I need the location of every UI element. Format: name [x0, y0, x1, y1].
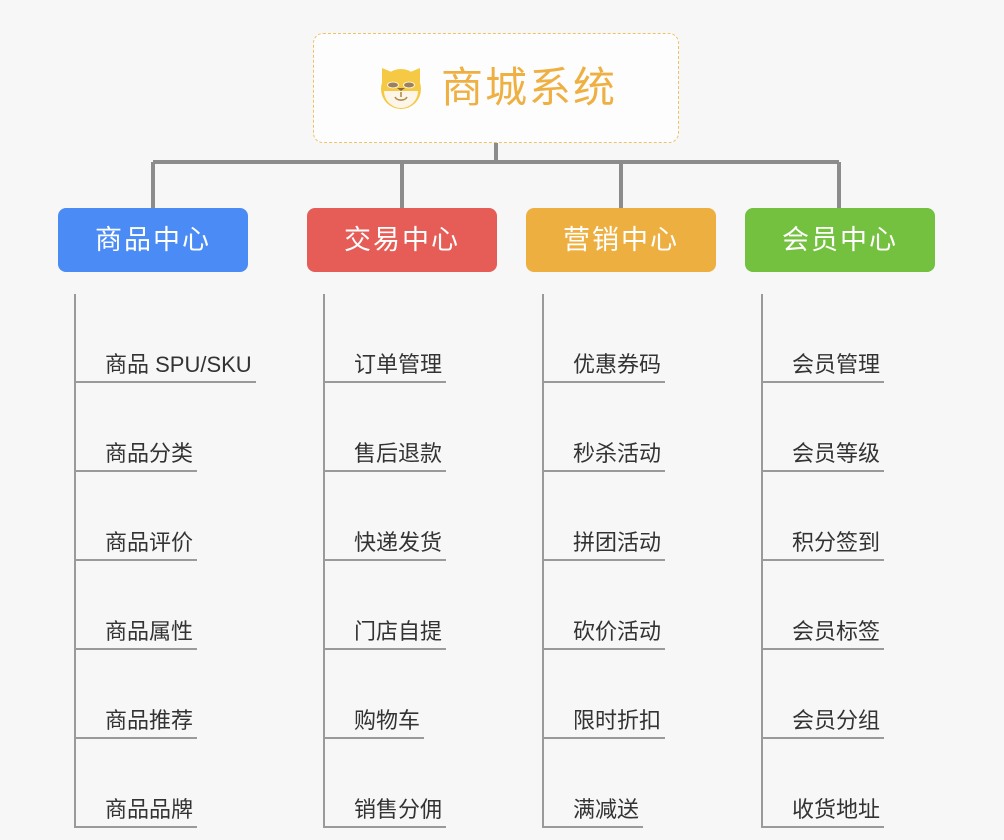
list-item-label: 门店自提 [354, 618, 443, 644]
root-title: 商城系统 [440, 64, 617, 111]
list-item-label: 商品 SPU/SKU [105, 351, 252, 377]
dog-face-icon [375, 62, 427, 114]
list-item[interactable]: 秒杀活动 [544, 383, 718, 472]
leaf-list-marketing: 优惠券码 秒杀活动 拼团活动 砍价活动 限时折扣 满减送 [542, 294, 718, 828]
list-item-label: 商品品牌 [105, 796, 194, 822]
category-column-members: 会员中心 会员管理 会员等级 积分签到 会员标签 会员分组 [745, 208, 935, 828]
list-item-label: 积分签到 [792, 529, 881, 555]
list-item-label: 销售分佣 [354, 796, 443, 822]
list-item-label: 砍价活动 [573, 618, 662, 644]
list-item[interactable]: 砍价活动 [544, 561, 718, 650]
category-column-marketing: 营销中心 优惠券码 秒杀活动 拼团活动 砍价活动 限时折扣 [526, 208, 716, 828]
list-item-label: 快递发货 [354, 529, 443, 555]
list-item-label: 商品属性 [105, 618, 194, 644]
list-item[interactable]: 商品属性 [76, 561, 250, 650]
list-item[interactable]: 优惠券码 [544, 294, 718, 383]
list-item[interactable]: 销售分佣 [325, 739, 499, 828]
category-header-products[interactable]: 商品中心 [58, 208, 248, 272]
list-item-label: 商品评价 [105, 529, 194, 555]
list-item[interactable]: 拼团活动 [544, 472, 718, 561]
list-item-label: 会员等级 [792, 440, 881, 466]
leaf-list-members: 会员管理 会员等级 积分签到 会员标签 会员分组 收货地址 [761, 294, 937, 828]
list-item[interactable]: 快递发货 [325, 472, 499, 561]
list-item[interactable]: 售后退款 [325, 383, 499, 472]
list-item-label: 收货地址 [792, 796, 881, 822]
list-item[interactable]: 会员分组 [763, 650, 937, 739]
list-item[interactable]: 商品品牌 [76, 739, 250, 828]
leaf-list-products: 商品 SPU/SKU 商品分类 商品评价 商品属性 商品推荐 商品品牌 [74, 294, 256, 828]
leaf-list-trade: 订单管理 售后退款 快递发货 门店自提 购物车 销售分佣 [323, 294, 499, 828]
category-column-products: 商品中心 商品 SPU/SKU 商品分类 商品评价 商品属性 商品推荐 [58, 208, 256, 828]
list-item[interactable]: 门店自提 [325, 561, 499, 650]
list-item-label: 秒杀活动 [573, 440, 662, 466]
list-item-label: 会员管理 [792, 351, 881, 377]
list-item-label: 会员分组 [792, 707, 881, 733]
list-item[interactable]: 收货地址 [763, 739, 937, 828]
list-item-label: 商品推荐 [105, 707, 194, 733]
list-item[interactable]: 订单管理 [325, 294, 499, 383]
list-item[interactable]: 会员标签 [763, 561, 937, 650]
list-item-label: 拼团活动 [573, 529, 662, 555]
category-header-trade[interactable]: 交易中心 [307, 208, 497, 272]
root-node[interactable]: 商城系统 [313, 33, 679, 143]
list-item-label: 会员标签 [792, 618, 881, 644]
list-item[interactable]: 商品 SPU/SKU [76, 294, 256, 383]
list-item[interactable]: 限时折扣 [544, 650, 718, 739]
list-item-label: 售后退款 [354, 440, 443, 466]
list-item-label: 限时折扣 [573, 707, 662, 733]
list-item-label: 购物车 [354, 707, 421, 733]
list-item[interactable]: 购物车 [325, 650, 499, 739]
list-item[interactable]: 积分签到 [763, 472, 937, 561]
list-item-label: 商品分类 [105, 440, 194, 466]
list-item-label: 优惠券码 [573, 351, 662, 377]
list-item-label: 满减送 [573, 796, 640, 822]
list-item[interactable]: 商品评价 [76, 472, 250, 561]
list-item-label: 订单管理 [354, 351, 443, 377]
list-item[interactable]: 满减送 [544, 739, 718, 828]
category-header-marketing[interactable]: 营销中心 [526, 208, 716, 272]
list-item[interactable]: 会员等级 [763, 383, 937, 472]
list-item[interactable]: 商品分类 [76, 383, 250, 472]
category-header-members[interactable]: 会员中心 [745, 208, 935, 272]
category-column-trade: 交易中心 订单管理 售后退款 快递发货 门店自提 购物车 [307, 208, 497, 828]
list-item[interactable]: 会员管理 [763, 294, 937, 383]
list-item[interactable]: 商品推荐 [76, 650, 250, 739]
